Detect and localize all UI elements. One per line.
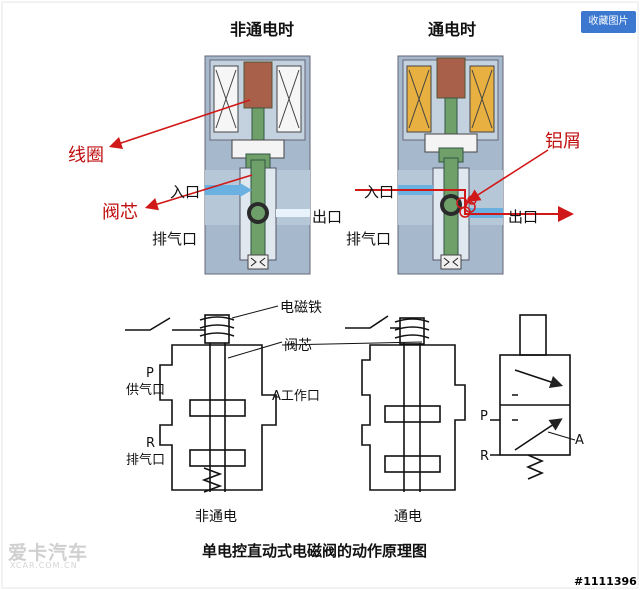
label-left-inlet: 入口 xyxy=(170,183,200,201)
label-coil: 线圈 xyxy=(68,145,104,166)
label-deenergized: 非通电 xyxy=(195,509,237,525)
label-left-outlet: 出口 xyxy=(312,208,342,226)
title-energized: 通电时 xyxy=(428,20,476,39)
valve-deenergized xyxy=(204,55,311,275)
label-debris: 铝屑 xyxy=(545,131,581,152)
label-energized: 通电 xyxy=(394,509,422,525)
label-left-exhaust: 排气口 xyxy=(152,230,197,248)
top-leaders xyxy=(108,99,549,211)
label-core-bottom: 阀芯 xyxy=(284,338,312,354)
symbol-label-r: R xyxy=(480,449,489,464)
diagram-title: 单电控直动式电磁阀的动作原理图 xyxy=(202,542,427,560)
schematic-left xyxy=(125,314,277,493)
watermark-url: XCAR.COM.CN xyxy=(10,561,78,570)
red-flow-path xyxy=(355,189,574,222)
post-id: #1111396 xyxy=(574,575,637,588)
symbol-label-p: P xyxy=(480,409,488,424)
label-exhaust-port: 排气口 xyxy=(126,452,165,468)
symbol-3-2-valve xyxy=(490,314,571,480)
save-image-button[interactable]: 收藏图片 xyxy=(581,11,636,33)
valve-energized xyxy=(355,55,574,275)
label-core-top: 阀芯 xyxy=(102,202,138,223)
label-electromagnet: 电磁铁 xyxy=(280,300,322,316)
label-supply-port: 供气口 xyxy=(126,382,165,398)
schematic-right xyxy=(345,315,466,492)
symbol-label-a: A xyxy=(575,433,584,448)
title-deenergized: 非通电时 xyxy=(230,20,294,39)
watermark-logo: 爱卡汽车 xyxy=(8,542,89,564)
label-right-outlet: 出口 xyxy=(508,208,538,226)
label-port-p: P xyxy=(146,366,154,381)
label-right-exhaust: 排气口 xyxy=(346,230,391,248)
label-port-r: R xyxy=(146,436,155,451)
label-port-a-work: A工作口 xyxy=(272,389,320,404)
label-right-inlet: 入口 xyxy=(364,183,394,201)
